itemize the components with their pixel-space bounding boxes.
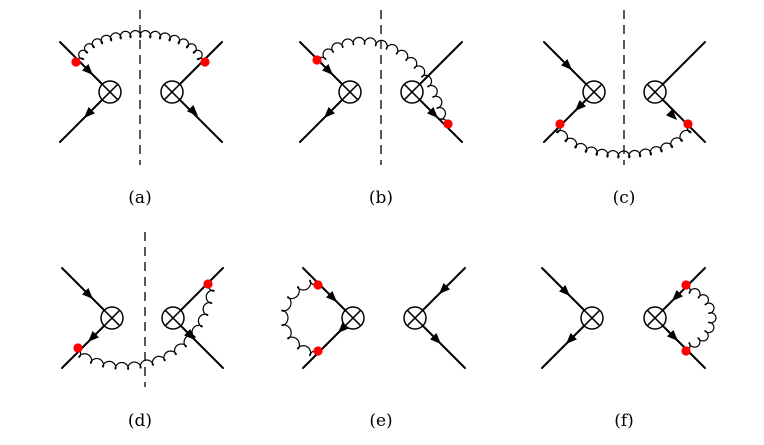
operator-icon <box>580 306 604 330</box>
arrow-icon <box>559 285 570 296</box>
operator-icon <box>400 80 424 104</box>
gluon-line <box>77 284 215 371</box>
quark-line <box>654 41 706 93</box>
vertex-dot <box>313 280 323 290</box>
diagram-d: (d) <box>61 232 224 431</box>
quark-line <box>171 91 223 143</box>
operator-icon <box>403 306 427 330</box>
gluon-line <box>556 123 692 159</box>
arrow-icon <box>672 290 683 301</box>
quark-line <box>654 317 706 369</box>
quark-line <box>543 91 595 143</box>
arrow-icon <box>338 322 349 333</box>
arrow-icon <box>326 291 337 302</box>
operator-icon <box>98 80 122 104</box>
quark-line <box>302 267 354 319</box>
gluon-line <box>75 29 206 63</box>
quark-line <box>411 41 463 93</box>
operator-icon <box>338 80 362 104</box>
diagram-label: (c) <box>613 188 636 208</box>
arrow-icon <box>322 64 333 75</box>
operator-icon <box>341 306 365 330</box>
vertex-dot <box>313 346 323 356</box>
arrow-icon <box>187 105 198 116</box>
quark-line <box>59 41 111 93</box>
operator-icon <box>160 80 184 104</box>
arrow-icon <box>184 329 195 340</box>
diagram-b: (b) <box>299 10 463 208</box>
operator-icon <box>582 80 606 104</box>
vertex-dot <box>200 57 210 67</box>
arrow-icon <box>566 333 577 344</box>
quark-line <box>299 41 351 93</box>
diagram-c: (c) <box>543 10 706 208</box>
gluon-line <box>685 284 717 352</box>
arrow-icon <box>666 109 677 120</box>
operator-icon <box>643 80 667 104</box>
diagram-e: (e) <box>281 267 466 431</box>
arrow-icon <box>439 283 450 294</box>
diagram-label: (a) <box>128 188 151 208</box>
arrow-icon <box>324 107 335 118</box>
arrow-icon <box>427 107 438 118</box>
arrow-icon <box>575 100 586 111</box>
diagram-label: (e) <box>369 411 392 431</box>
diagram-label: (b) <box>369 188 393 208</box>
quark-line <box>654 267 706 319</box>
vertex-dot <box>443 119 453 129</box>
vertex-dot <box>203 279 213 289</box>
arrow-icon <box>82 64 93 75</box>
vertex-dot <box>73 343 83 353</box>
operator-icon <box>100 306 124 330</box>
arrow-icon <box>667 330 678 341</box>
arrow-icon <box>430 333 441 344</box>
vertex-dot <box>71 57 81 67</box>
diagram-label: (f) <box>614 411 634 431</box>
arrow-icon <box>82 288 93 299</box>
diagram-f: (f) <box>541 267 717 431</box>
vertex-dot <box>312 55 322 65</box>
vertex-dot <box>683 119 693 129</box>
diagram-label: (d) <box>128 411 152 431</box>
arrow-icon <box>84 107 95 118</box>
operator-icon <box>643 306 667 330</box>
quark-line <box>171 41 223 93</box>
diagram-a: (a) <box>59 10 223 208</box>
quark-line <box>172 267 224 319</box>
arrow-icon <box>561 59 572 70</box>
quark-line <box>61 317 113 369</box>
vertex-dot <box>555 119 565 129</box>
vertex-dot <box>681 346 691 356</box>
gluon-line <box>281 279 319 357</box>
operator-icon <box>161 306 185 330</box>
vertex-dot <box>681 280 691 290</box>
gluon-line <box>316 36 449 125</box>
quark-line <box>654 91 706 143</box>
arrow-icon <box>88 331 99 342</box>
quark-line <box>172 317 224 369</box>
